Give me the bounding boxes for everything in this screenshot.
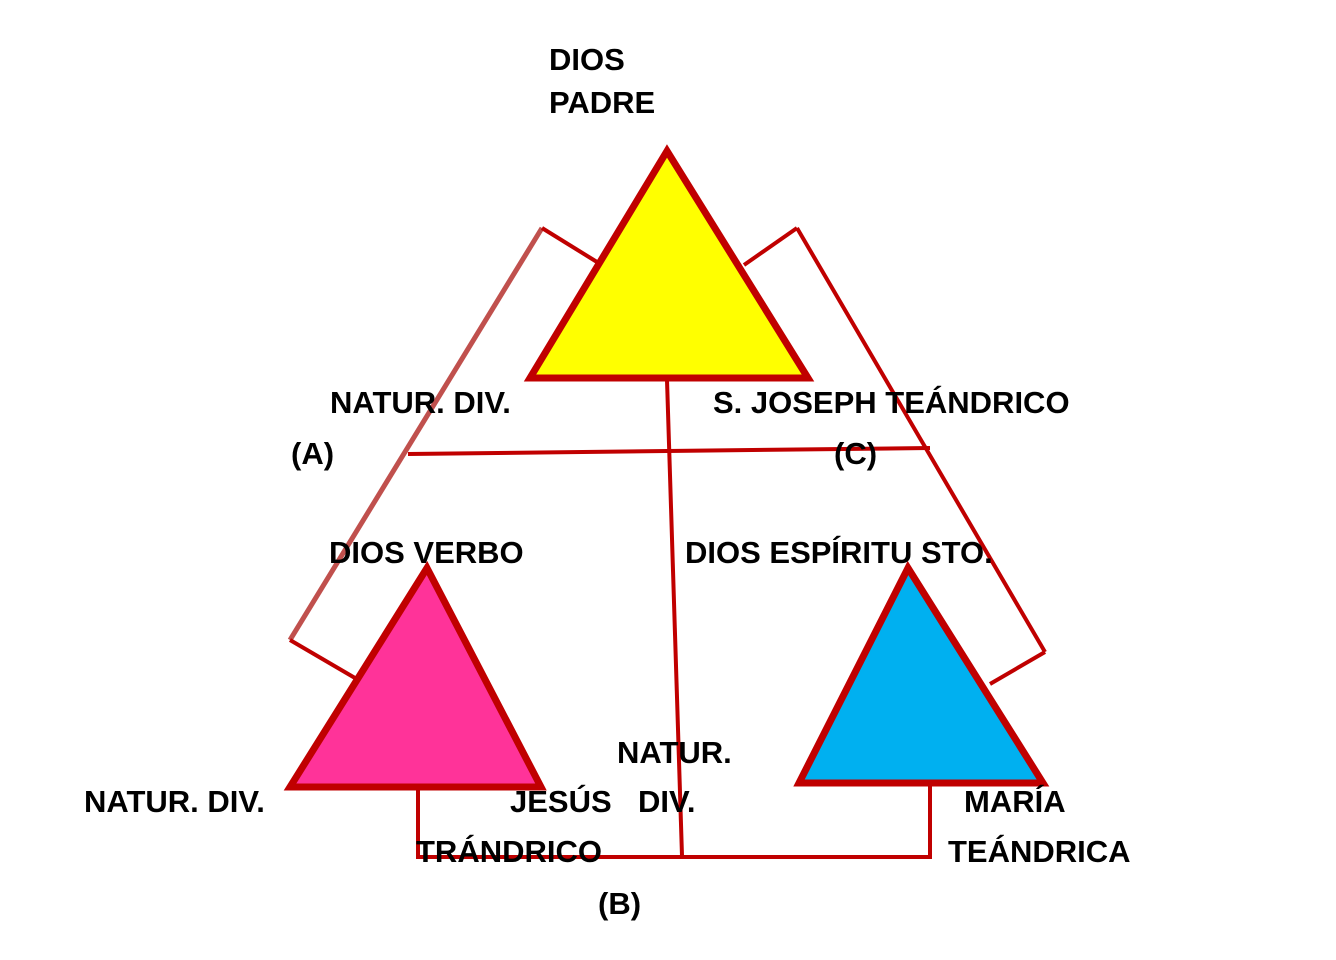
right-bottom-tick: [988, 650, 1047, 686]
label-maria: MARÍA: [964, 784, 1066, 819]
left-bottom-tick: [288, 638, 357, 680]
label-teandrica: TEÁNDRICA: [948, 834, 1131, 869]
label-div-center: DIV.: [638, 784, 695, 819]
vertical-center-line: [665, 379, 684, 857]
padre-triangle: [523, 144, 815, 382]
label-trandrico: TRÁNDRICO: [416, 834, 602, 869]
label-dios-espiritu: DIOS ESPÍRITU STO.: [685, 535, 993, 570]
left-top-tick: [540, 226, 599, 264]
label-dios: DIOS: [549, 42, 625, 77]
left-branch-line: [287, 226, 545, 642]
label-a: (A): [291, 436, 334, 471]
label-padre: PADRE: [549, 85, 655, 120]
label-dios-verbo: DIOS VERBO: [329, 535, 524, 570]
label-c: (C): [834, 436, 877, 471]
espiritu-triangle: [793, 560, 1050, 787]
bottom-bracket: [416, 786, 932, 859]
connector-lines: [287, 226, 1047, 859]
right-branch-line: [795, 226, 1047, 654]
label-natur-div-top: NATUR. DIV.: [330, 385, 511, 420]
label-natur-div-left: NATUR. DIV.: [84, 784, 265, 819]
verbo-triangle: [283, 560, 547, 791]
label-natur-center: NATUR.: [617, 735, 732, 770]
label-joseph: S. JOSEPH TEÁNDRICO: [713, 385, 1070, 420]
label-jesus: JESÚS: [510, 783, 612, 819]
labels: DIOS PADRE NATUR. DIV. S. JOSEPH TEÁNDRI…: [84, 42, 1131, 921]
label-b: (B): [598, 886, 641, 921]
right-top-tick: [742, 226, 799, 267]
